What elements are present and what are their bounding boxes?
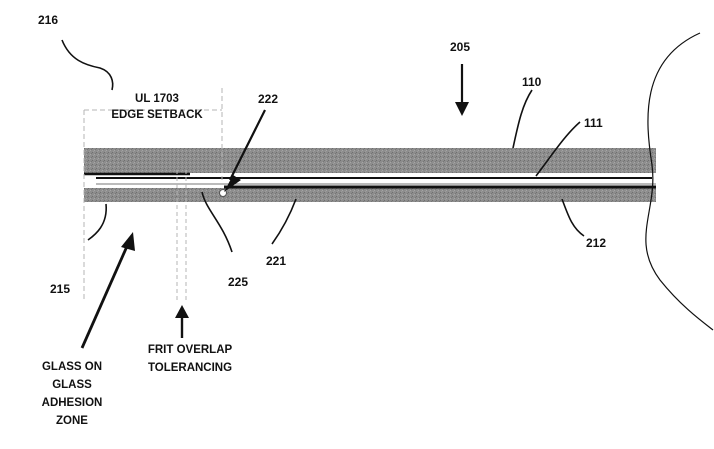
glass-label-line2: GLASS [52,379,92,391]
label-110: 110 [522,75,542,89]
leader-212 [562,199,584,236]
frit-label-line2: TOLERANCING [148,362,232,374]
arrow-frit-overlap [175,305,189,338]
glass-label-line4: ZONE [56,415,88,427]
bottom-glass-sheet [84,188,656,202]
leader-216 [62,40,113,90]
label-215: 215 [50,282,70,296]
label-216: 216 [38,13,58,27]
label-222: 222 [258,92,278,106]
label-111: 111 [584,116,603,130]
leader-215 [88,204,106,240]
arrow-glass-adhesion [82,232,135,348]
label-205: 205 [450,40,470,54]
frit-label-line1: FRIT OVERLAP [148,344,233,356]
edge-setback-label-line1: UL 1703 [135,93,179,105]
top-glass-sheet [84,148,656,173]
arrow-205 [455,64,469,116]
edge-setback-label-line2: EDGE SETBACK [111,109,203,121]
glass-label-line3: ADHESION [42,397,103,409]
label-225: 225 [228,275,248,289]
leader-110 [513,90,532,148]
label-221: 221 [266,254,286,268]
label-212: 212 [586,236,606,250]
leader-221 [272,199,296,244]
glass-label-line1: GLASS ON [42,361,102,373]
